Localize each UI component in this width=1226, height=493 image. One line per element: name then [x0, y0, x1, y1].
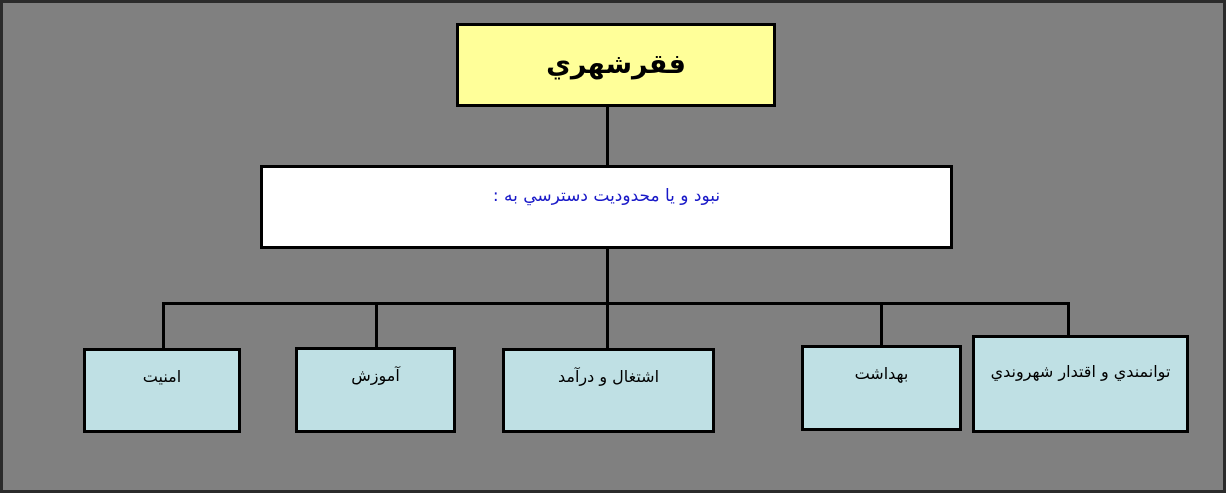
connector-root-to-middle: [606, 107, 609, 166]
node-leaf-health: بهداشت: [801, 345, 962, 431]
node-leaf-label: توانمندي و اقتدار شهروندي: [990, 362, 1171, 381]
connector-drop-health: [880, 302, 883, 346]
node-leaf-label: بهداشت: [854, 364, 909, 383]
connector-drop-education: [375, 302, 378, 348]
node-leaf-security: امنيت: [83, 348, 241, 433]
connector-middle-to-bus: [606, 249, 609, 348]
node-root-label: فقرشهري: [546, 49, 686, 81]
connector-horizontal-bus: [162, 302, 1070, 305]
node-lack-of-access: نبود و يا محدوديت دسترسي به :: [260, 165, 953, 249]
node-leaf-label: آموزش: [351, 366, 400, 385]
node-middle-label: نبود و يا محدوديت دسترسي به :: [492, 186, 721, 206]
connector-drop-security: [162, 302, 165, 349]
node-leaf-citizen-empowerment: توانمندي و اقتدار شهروندي: [972, 335, 1189, 433]
node-leaf-education: آموزش: [295, 347, 456, 433]
node-leaf-employment-income: اشتغال و درآمد: [502, 348, 715, 433]
node-urban-poverty-root: فقرشهري: [456, 23, 776, 107]
node-leaf-label: اشتغال و درآمد: [557, 367, 660, 386]
connector-drop-empowerment: [1067, 302, 1070, 336]
node-leaf-label: امنيت: [142, 367, 182, 386]
